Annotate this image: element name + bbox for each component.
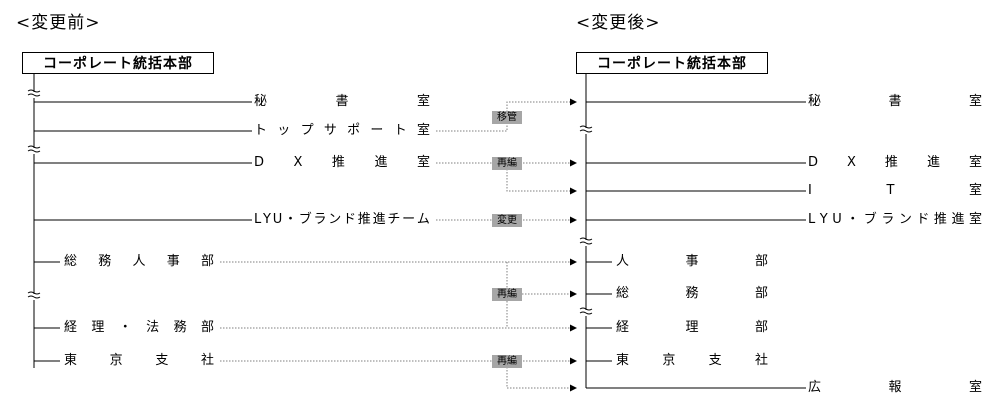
before-trunk [27,74,252,368]
before-unit-keiri-homu: 経理・法務部 [64,320,214,336]
after-hq-box: コーポレート統括本部 [576,52,768,74]
badge-reorg-admin: 再編 [492,288,522,301]
after-unit-keiri: 経理部 [616,320,768,336]
before-hq-box: コーポレート統括本部 [22,52,214,74]
badge-rename: 変更 [492,214,522,227]
after-header: <変更後> [576,13,661,33]
before-unit-somu-jinji: 総務人事部 [64,254,214,270]
after-trunk [579,74,806,389]
before-unit-hisho: 秘書室 [254,94,430,110]
after-unit-tokyo: 東京支社 [616,353,768,369]
after-unit-jinji: 人事部 [616,254,768,270]
before-unit-tokyo: 東京支社 [64,353,214,369]
after-unit-koho: 広報室 [808,380,982,396]
after-unit-hisho: 秘書室 [808,94,982,110]
change-arrows [220,98,577,392]
badge-reorg-dx: 再編 [492,157,522,170]
after-unit-somu: 総務部 [616,286,768,302]
badge-transfer: 移管 [492,111,522,124]
before-unit-top-support: トップサポート室 [254,123,430,139]
badge-reorg-tokyo: 再編 [492,355,522,368]
before-header: <変更前> [16,13,101,33]
